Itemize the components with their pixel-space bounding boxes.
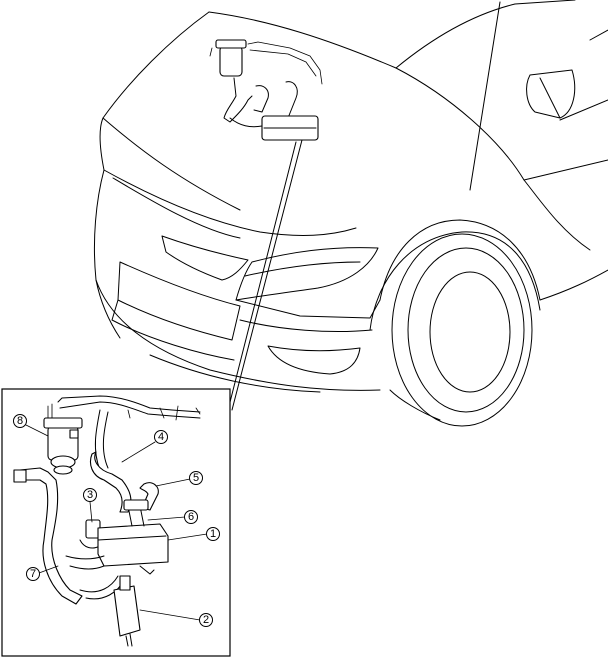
- inset-parts: [13, 395, 201, 647]
- callout-4-label: 4: [158, 431, 164, 443]
- callout-5-label: 5: [193, 472, 199, 484]
- callout-8: 8: [13, 414, 27, 428]
- callout-5: 5: [189, 471, 203, 485]
- callout-2: 2: [199, 613, 213, 627]
- callout-3-label: 3: [87, 489, 93, 501]
- detail-inset-frame: [1, 388, 231, 657]
- engine-bay-assembly: [209, 39, 323, 141]
- leader-line: [231, 139, 303, 411]
- callout-leaders: [25, 424, 208, 621]
- callout-2-label: 2: [203, 614, 209, 626]
- callout-6: 6: [184, 510, 198, 524]
- callout-6-label: 6: [188, 511, 194, 523]
- callout-4: 4: [154, 430, 168, 444]
- callout-7-label: 7: [30, 568, 36, 580]
- leader-line: [227, 141, 297, 411]
- callout-3: 3: [83, 488, 97, 502]
- callout-7: 7: [26, 567, 40, 581]
- callout-1: 1: [206, 527, 220, 541]
- car-body: [93, 0, 608, 427]
- callout-8-label: 8: [17, 415, 23, 427]
- callout-1-label: 1: [210, 528, 216, 540]
